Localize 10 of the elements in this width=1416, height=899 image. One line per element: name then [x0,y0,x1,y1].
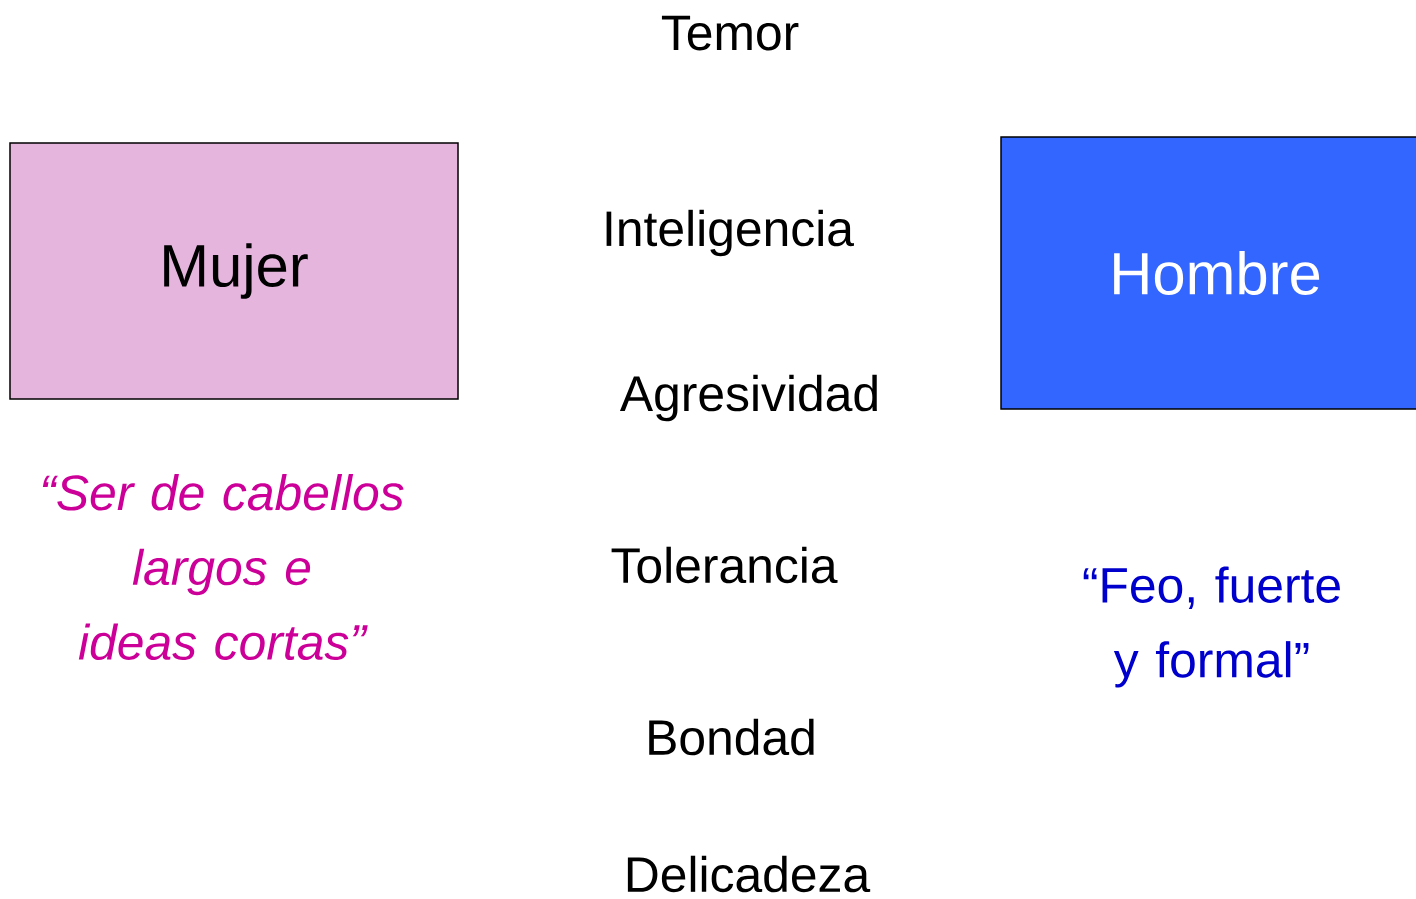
word-label: Bondad [649,718,814,756]
label-box: Hombre [1000,136,1416,410]
word-label: Agresividad [619,374,877,422]
word-label: Tolerancia [611,546,838,584]
word-label: Inteligencia [606,209,854,257]
quote-text: “Ser de cabellos largos e ideas cortas” [42,474,404,661]
word-label: Temor [661,15,799,51]
label-box: Mujer [9,142,459,400]
quote-text: “Feo, fuerte y formal” [1083,566,1340,688]
word-label: Delicadeza [627,855,871,893]
